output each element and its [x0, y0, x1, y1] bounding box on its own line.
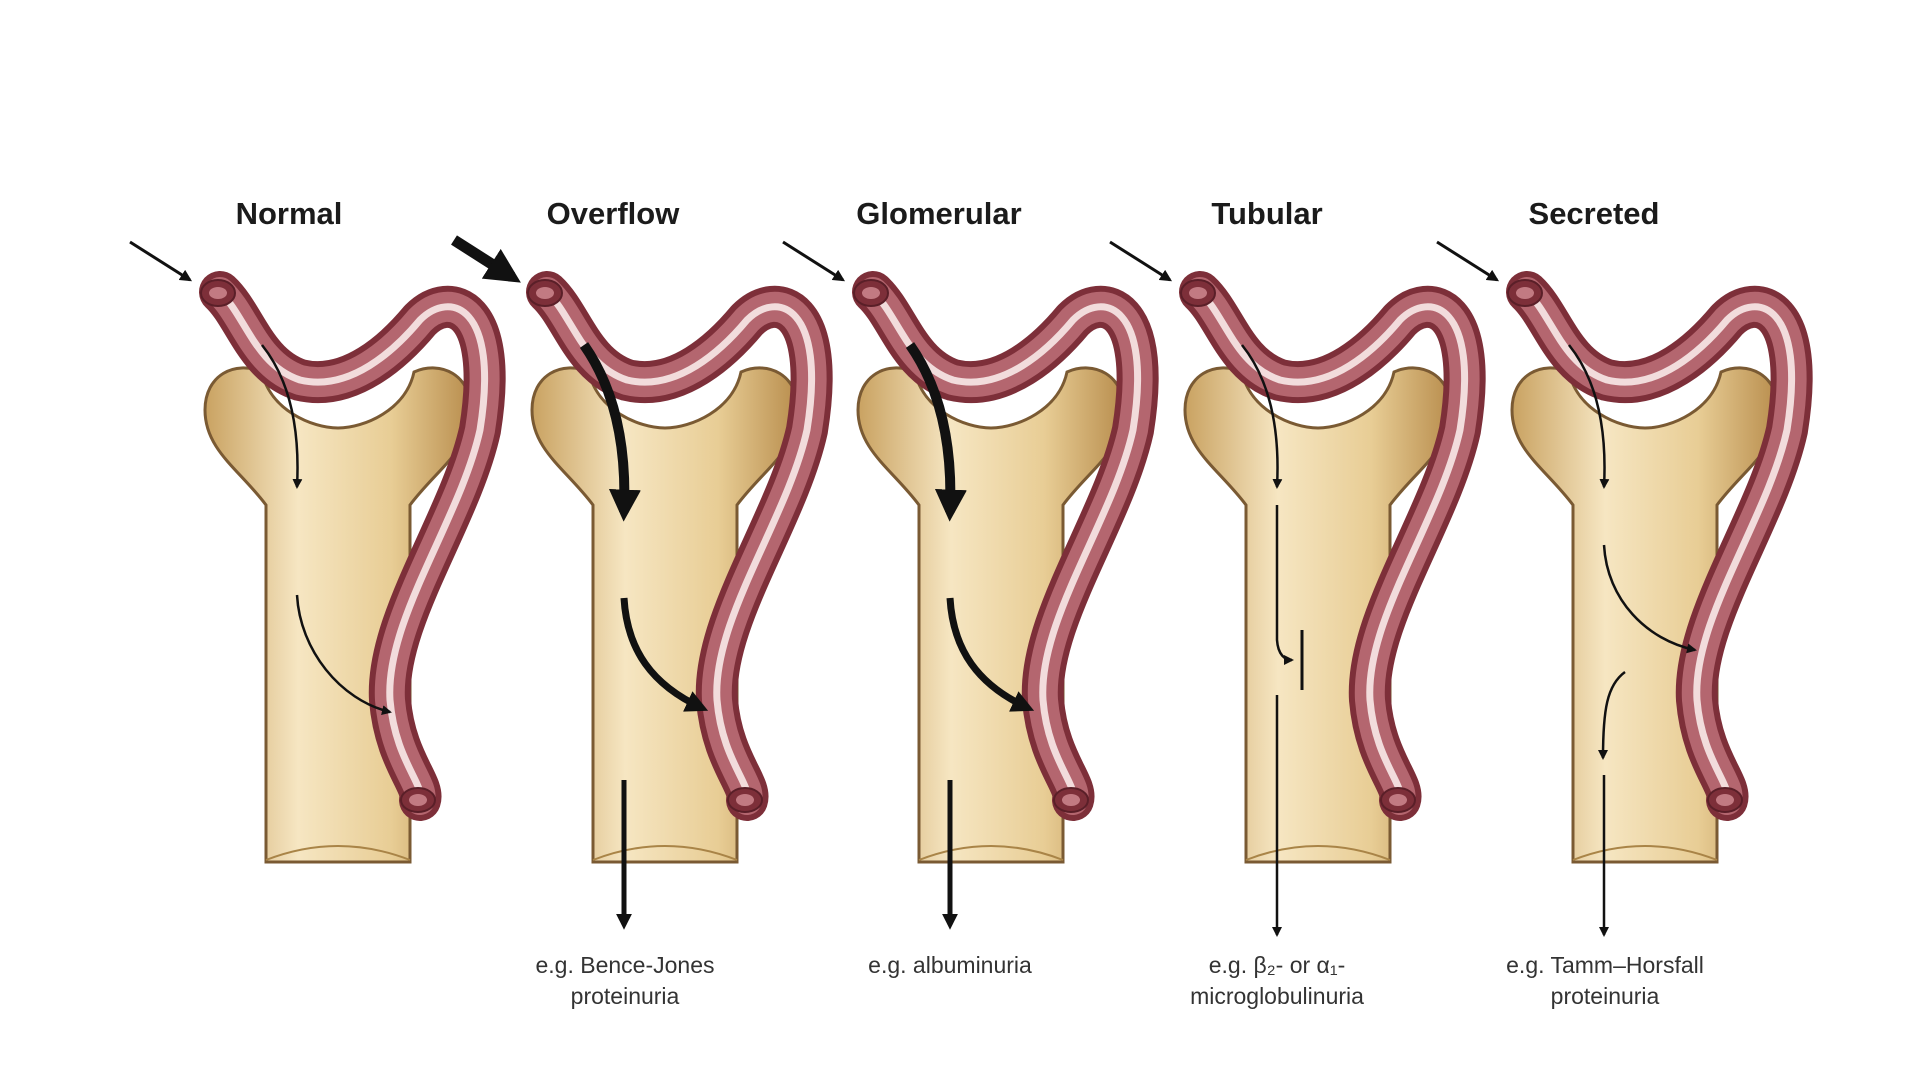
- caption-line: proteinuria: [1455, 981, 1755, 1012]
- caption-line: microglobulinuria: [1127, 981, 1427, 1012]
- panel-tubular: [1110, 242, 1465, 935]
- panel-title-secreted: Secreted: [1464, 196, 1724, 232]
- afferent-arrow-icon: [454, 240, 512, 277]
- afferent-arrow-icon: [1437, 242, 1497, 280]
- panel-title-glomerular: Glomerular: [809, 196, 1069, 232]
- caption-line: e.g. Bence-Jones: [475, 950, 775, 981]
- panel-title-overflow: Overflow: [483, 196, 743, 232]
- panel-title-tubular: Tubular: [1137, 196, 1397, 232]
- caption-glomerular: e.g. albuminuria: [800, 950, 1100, 981]
- panel-glomerular: [783, 242, 1138, 925]
- caption-overflow: e.g. Bence-Jones proteinuria: [475, 950, 775, 1012]
- afferent-arrow-icon: [1110, 242, 1170, 280]
- panel-title-normal: Normal: [159, 196, 419, 232]
- panel-secreted: [1437, 242, 1792, 935]
- caption-tubular: e.g. β₂- or α₁- microglobulinuria: [1127, 950, 1427, 1012]
- afferent-arrow-icon: [130, 242, 190, 280]
- caption-line: e.g. Tamm–Horsfall: [1455, 950, 1755, 981]
- caption-secreted: e.g. Tamm–Horsfall proteinuria: [1455, 950, 1755, 1012]
- panel-normal: [130, 242, 485, 862]
- caption-line: e.g. albuminuria: [800, 950, 1100, 981]
- caption-line: e.g. β₂- or α₁-: [1127, 950, 1427, 981]
- afferent-arrow-icon: [783, 242, 843, 280]
- panel-overflow: [454, 240, 812, 925]
- caption-line: proteinuria: [475, 981, 775, 1012]
